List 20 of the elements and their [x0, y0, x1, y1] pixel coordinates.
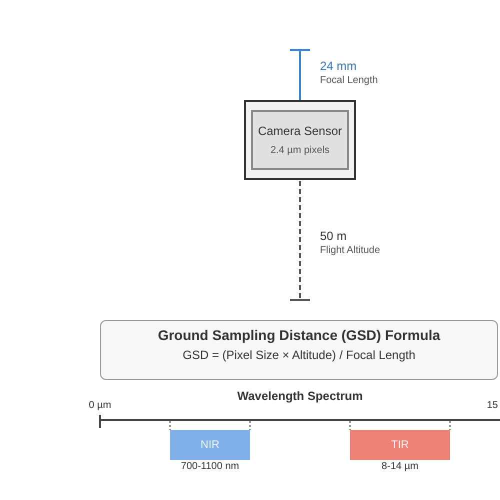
formula-text: GSD = (Pixel Size × Altitude) / Focal Length — [182, 348, 416, 362]
formula-title: Ground Sampling Distance (GSD) Formula — [158, 327, 440, 343]
dimension-caption: Focal Length — [320, 75, 378, 87]
band-label: TIR — [391, 438, 409, 452]
sensor-caption: 2.4 µm pixels — [270, 144, 330, 156]
formula-panel — [100, 320, 498, 380]
tick-label: 0 µm — [88, 400, 112, 412]
dimension-value: 24 mm — [320, 59, 357, 73]
dimension-caption: Flight Altitude — [320, 245, 380, 257]
axis-title: Wavelength Spectrum — [237, 389, 363, 403]
band-range-label: 700-1100 nm — [180, 461, 240, 473]
band-range-label: 8-14 µm — [382, 461, 418, 473]
spectral-band — [350, 430, 450, 460]
tick-label: 15 — [486, 400, 498, 412]
camera-housing-box — [244, 100, 356, 180]
spectral-band — [170, 430, 250, 460]
sensor-title: Camera Sensor — [258, 124, 342, 138]
band-label: NIR — [200, 438, 220, 452]
sensor-box — [251, 110, 349, 170]
dimension-value: 50 m — [320, 229, 347, 243]
